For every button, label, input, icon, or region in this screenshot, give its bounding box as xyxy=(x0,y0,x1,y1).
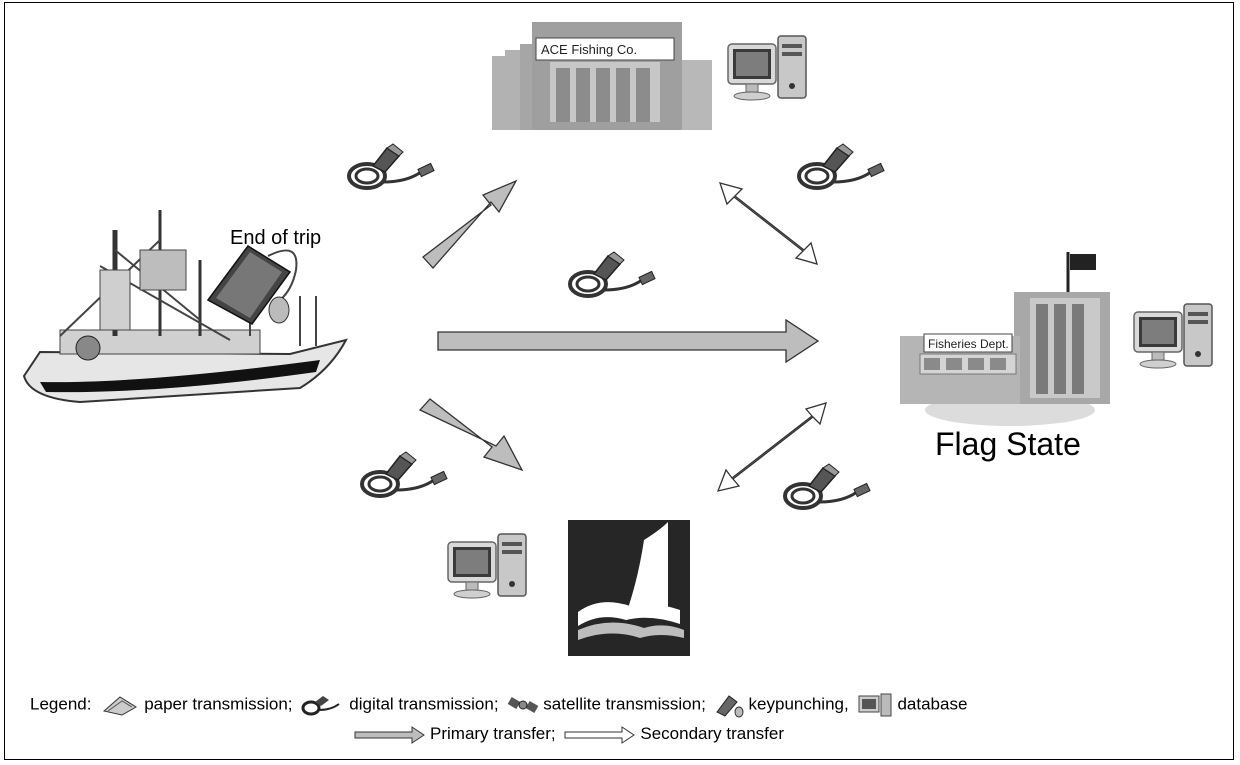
paper-icon xyxy=(103,696,138,716)
legend-prefix: Legend: xyxy=(30,694,92,714)
flag-state-label: Flag State xyxy=(935,426,1081,462)
legend-database: database xyxy=(897,694,968,714)
cable-icon xyxy=(797,142,887,190)
secondary-arrow-bottom-flagstate xyxy=(716,402,827,492)
primary-arrow-ship-to-flagstate xyxy=(437,318,820,364)
legend-secondary: Secondary transfer xyxy=(640,724,785,743)
end-of-trip-label: End of trip xyxy=(230,227,322,249)
cable-icon xyxy=(783,462,873,510)
fisheries-building-icon xyxy=(900,252,1110,426)
fisheries-database-icon xyxy=(1133,303,1213,369)
primary-arrow-ship-to-company xyxy=(422,179,518,269)
legend-satellite: satellite transmission; xyxy=(543,694,706,714)
primary-arrow-icon xyxy=(354,725,425,744)
diagram-frame xyxy=(4,2,1234,760)
cable-icon xyxy=(301,696,340,716)
fisheries-sign: Fisheries Dept. xyxy=(928,337,1009,351)
bottom-database-icon xyxy=(447,533,527,599)
legend-keypunching: keypunching, xyxy=(748,694,849,714)
cable-icon xyxy=(360,450,450,498)
cable-icon xyxy=(568,250,658,298)
dark-box-icon xyxy=(568,520,690,656)
database-icon xyxy=(858,693,892,717)
satellite-icon xyxy=(507,697,539,713)
primary-arrow-ship-to-bottom xyxy=(418,398,524,472)
legend-primary: Primary transfer; xyxy=(430,724,556,743)
keypunch-icon xyxy=(206,244,298,325)
secondary-arrow-company-flagstate xyxy=(718,182,818,265)
legend-digital: digital transmission; xyxy=(349,694,499,714)
keypunch-icon xyxy=(715,695,744,718)
ship-icon xyxy=(22,210,348,404)
company-sign: ACE Fishing Co. xyxy=(541,42,637,57)
cable-icon xyxy=(347,142,437,190)
company-database-icon xyxy=(727,35,807,101)
legend-paper: paper transmission; xyxy=(144,694,293,714)
secondary-arrow-icon xyxy=(564,725,636,744)
legend-arrows: Primary transfer; Secondary transfer xyxy=(350,724,784,744)
legend: Legend: paper transmission; digital tran… xyxy=(30,692,967,718)
company-building-icon xyxy=(492,22,712,130)
